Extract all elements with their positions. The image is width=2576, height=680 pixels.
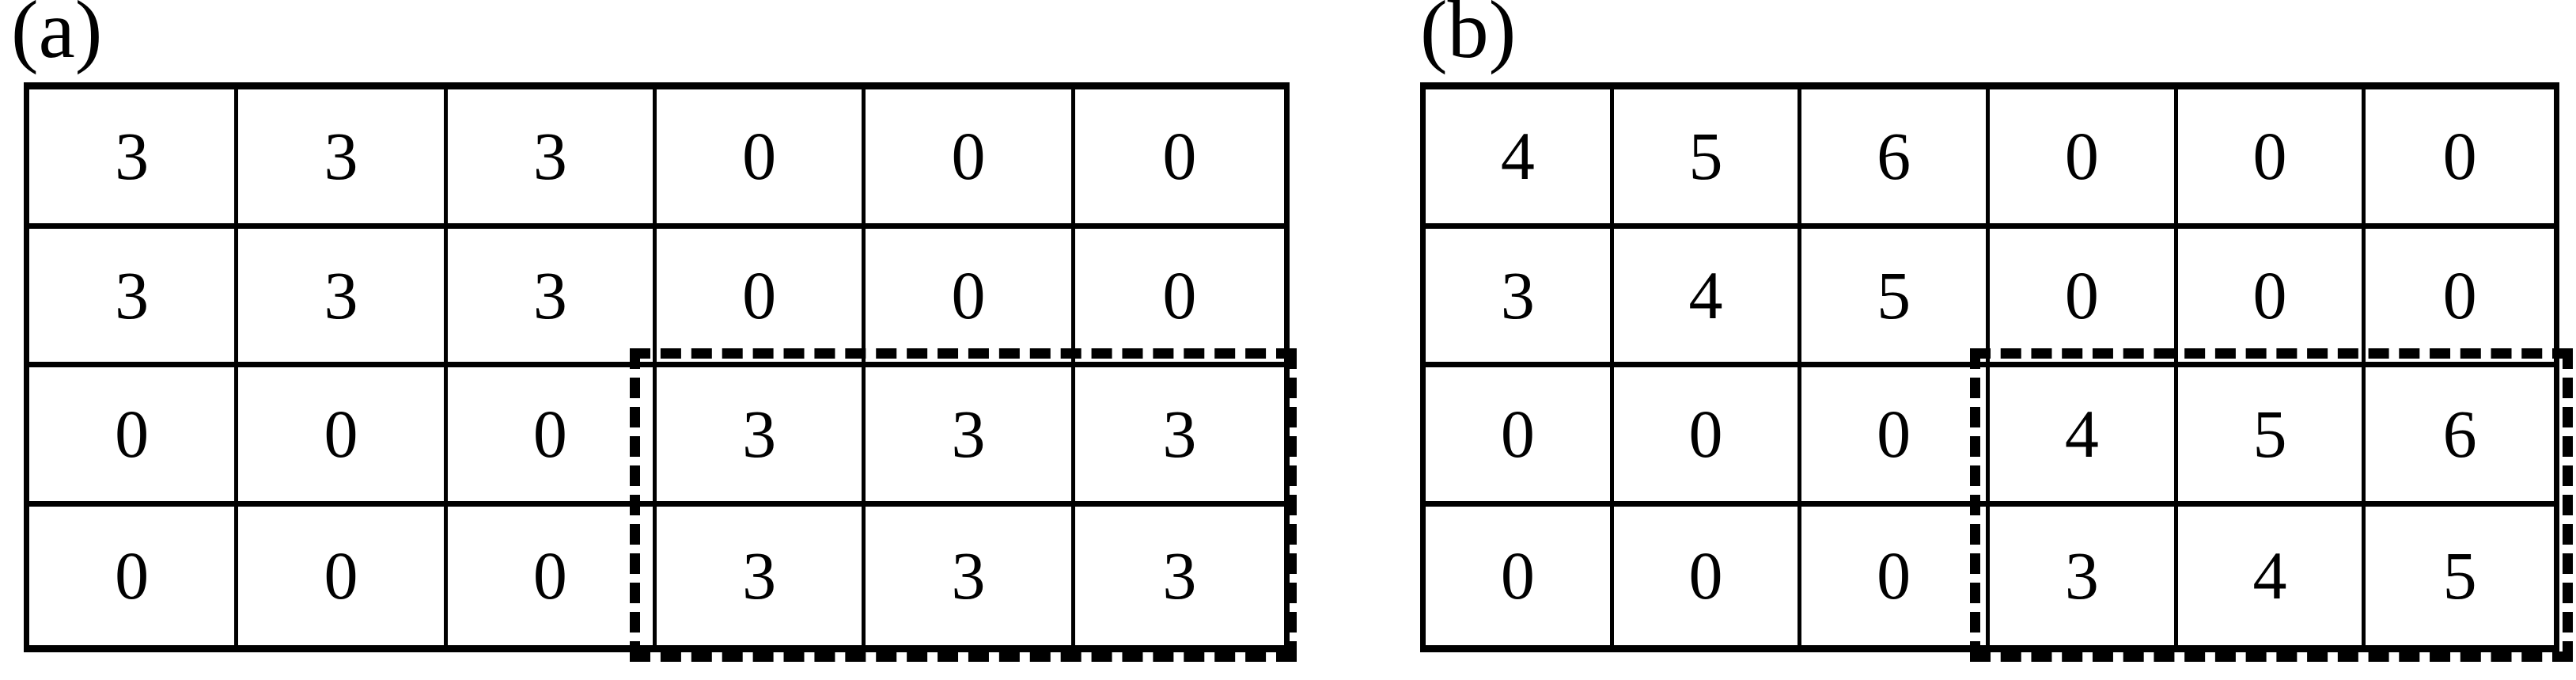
panel-a: (a) 3 3 3 0 0 0 3 3 3 0 0 0 0 0 0 3 3 3 … xyxy=(11,0,1297,662)
panel-a-label: (a) xyxy=(11,0,103,75)
matrix-cell: 3 xyxy=(657,367,866,507)
matrix-cell: 0 xyxy=(448,506,657,645)
matrix-cell: 4 xyxy=(1613,228,1802,367)
panel-a-matrix-grid: 3 3 3 0 0 0 3 3 3 0 0 0 0 0 0 3 3 3 0 0 … xyxy=(24,82,1290,652)
matrix-cell: 5 xyxy=(2177,367,2366,507)
matrix-cell: 5 xyxy=(2442,538,2477,614)
panel-b-label: (b) xyxy=(1420,0,1517,75)
matrix-cell: 0 xyxy=(1426,506,1614,645)
matrix-cell: 0 xyxy=(238,506,448,645)
matrix-cell: 0 xyxy=(1801,367,1990,507)
matrix-cell: 0 xyxy=(866,228,1075,367)
matrix-cell: 0 xyxy=(29,367,239,507)
matrix-cell: 5 xyxy=(1613,89,1802,229)
matrix-cell: 3 xyxy=(1074,367,1284,507)
matrix-cell: 0 xyxy=(2366,89,2554,229)
matrix-cell: 5 xyxy=(1801,228,1990,367)
matrix-cell: 4 xyxy=(1426,89,1614,229)
matrix-cell: 0 xyxy=(657,89,866,229)
matrix-cell: 0 xyxy=(1990,228,2178,367)
matrix-cell: 3 xyxy=(238,89,448,229)
matrix-cell: 3 xyxy=(866,367,1075,507)
matrix-cell: 0 xyxy=(238,367,448,507)
matrix-cell: 0 xyxy=(447,367,657,507)
matrix-cell: 0 xyxy=(2177,228,2366,367)
matrix-cell: 0 xyxy=(1426,367,1614,507)
matrix-cell: 0 xyxy=(1074,229,1284,367)
matrix-cell: 0 xyxy=(2366,229,2554,367)
matrix-cell: 4 xyxy=(2178,506,2366,645)
matrix-cell: 0 xyxy=(657,228,866,367)
matrix-cell: 3 xyxy=(29,89,239,229)
matrix-cell: 3 xyxy=(1162,538,1197,614)
matrix-cell: 0 xyxy=(1074,89,1284,229)
matrix-cell: 3 xyxy=(447,89,657,229)
matrix-cell: 0 xyxy=(1801,506,1990,645)
matrix-cell: 3 xyxy=(29,228,239,367)
matrix-cell: 3 xyxy=(866,506,1075,645)
matrix-cell: 0 xyxy=(1613,367,1802,507)
panel-b: (b) 4 5 6 0 0 0 3 4 5 0 0 0 0 0 0 4 5 6 … xyxy=(1394,0,2576,680)
matrix-cell: 4 xyxy=(1990,367,2178,507)
matrix-cell: 6 xyxy=(1801,89,1990,229)
matrix-cell: 3 xyxy=(1990,506,2178,645)
matrix-cell: 0 xyxy=(1990,89,2178,229)
matrix-cell: 0 xyxy=(29,506,239,645)
matrix-cell: 3 xyxy=(238,228,448,367)
matrix-cell: 0 xyxy=(866,89,1075,229)
matrix-cell: 0 xyxy=(1614,506,1802,645)
matrix-cell: 0 xyxy=(2177,89,2366,229)
matrix-cell: 3 xyxy=(447,228,657,367)
panel-b-matrix-grid: 4 5 6 0 0 0 3 4 5 0 0 0 0 0 0 4 5 6 0 0 … xyxy=(1420,82,2559,652)
matrix-cell: 3 xyxy=(1426,228,1614,367)
matrix-cell: 3 xyxy=(657,506,866,645)
matrix-cell: 6 xyxy=(2366,367,2554,507)
